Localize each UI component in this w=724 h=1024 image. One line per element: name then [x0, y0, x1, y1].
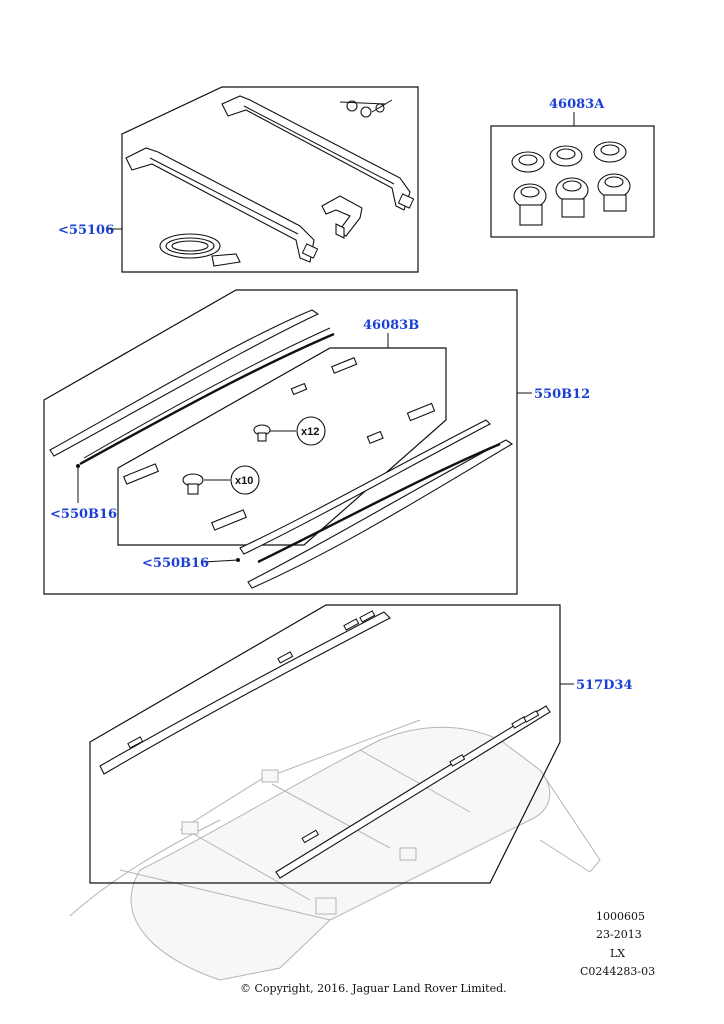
roof-rail-right [239, 419, 514, 589]
callout-trim-strip[interactable]: 517D34 [576, 678, 633, 693]
qty-small-label: x10 [235, 475, 253, 487]
trim-strip-right [275, 705, 551, 879]
roof-rail-left [49, 309, 335, 466]
roof-rail-kit-panel: x12 x10 [43, 289, 518, 595]
trim-strip-left [99, 610, 391, 775]
callout-fixing-kit[interactable]: 46083B [363, 318, 419, 333]
clip-icon [123, 357, 436, 531]
callout-lock-set[interactable]: 46083A [549, 97, 605, 112]
model-code: LX [610, 947, 625, 960]
screw-icon [182, 424, 296, 495]
seal-strip-coil [159, 233, 241, 267]
ref-number: 1000605 [596, 910, 645, 923]
vehicle-roof-outline [69, 719, 601, 981]
crossbar-kit-panel [121, 86, 419, 273]
copyright-notice: © Copyright, 2016. Jaguar Land Rover Lim… [240, 982, 507, 995]
qty-badge-large: x12 [296, 416, 326, 446]
key-icon [339, 99, 393, 118]
crossbar-front [125, 147, 319, 263]
callout-roof-rail-kit[interactable]: 550B12 [534, 387, 590, 402]
callout-rail-left[interactable]: <550B16 [50, 507, 117, 522]
qty-large-label: x12 [301, 426, 319, 438]
image-code: C0244283-03 [580, 965, 655, 978]
bracket-tool-icon [321, 195, 363, 239]
lock-cylinder-icon [511, 141, 631, 226]
issue-date: 23-2013 [596, 928, 642, 941]
crossbar-rear [221, 95, 415, 211]
callout-crossbars[interactable]: <55106 [58, 223, 114, 238]
trim-strip-panel [89, 604, 561, 884]
callout-rail-right[interactable]: <550B16 [142, 556, 209, 571]
qty-badge-small: x10 [230, 465, 260, 495]
lock-set-panel [490, 112, 655, 238]
